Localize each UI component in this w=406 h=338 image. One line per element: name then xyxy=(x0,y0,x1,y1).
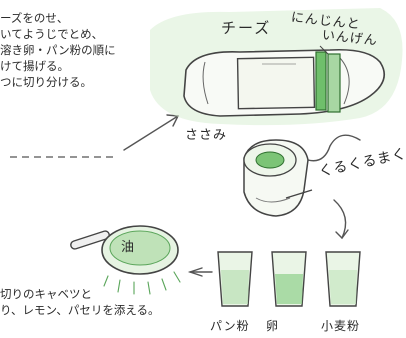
sasami-label: ささみ xyxy=(185,128,228,143)
instruction-line-1: ーズをのせ、 xyxy=(0,11,69,25)
sasami-fold-line xyxy=(202,61,209,105)
oil-label: 油 xyxy=(121,240,135,255)
instruction-line-2: いてようじでとめ、 xyxy=(0,27,104,41)
instruction-line-6: 切りのキャベツと xyxy=(0,287,92,301)
label-pointer-veg xyxy=(319,45,329,55)
toothpick xyxy=(285,189,313,199)
instruction-line-5: つに切り分ける。 xyxy=(0,75,92,89)
instruction-line-7: り、レモン、パセリを添える。 xyxy=(0,303,160,317)
cheese-slice xyxy=(236,56,316,110)
sasami-inner-line xyxy=(339,57,350,105)
instruction-line-3: 溶き卵・パン粉の順に xyxy=(0,43,116,57)
coating-cups xyxy=(217,251,361,307)
rolled-sasami xyxy=(243,139,313,217)
coating-arrow-icon xyxy=(333,199,349,240)
instruction-line-4: けて揚げる。 xyxy=(0,59,69,73)
pan-handle xyxy=(70,230,110,250)
cheese-label: チーズ xyxy=(221,19,272,37)
cup-arrows-icon xyxy=(187,267,213,277)
flour-label: 小麦粉 xyxy=(321,319,361,333)
egg-label: 卵 xyxy=(266,319,280,333)
frying-pan xyxy=(70,225,181,295)
carrot-stick xyxy=(327,53,341,113)
panko-label: パン粉 xyxy=(210,319,250,333)
pointer-arrow-icon xyxy=(123,114,180,151)
green-bean-stick xyxy=(315,51,327,111)
